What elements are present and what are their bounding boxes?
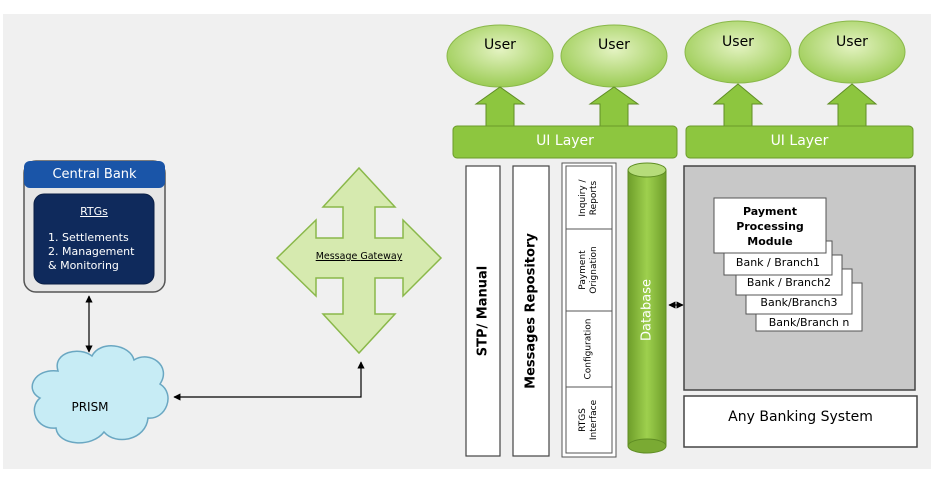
module-payment-line2: Orignation [589,246,599,294]
user-label-4: User [836,34,868,50]
module-inquiry-line2: Reports [589,180,599,216]
user-label-3: User [722,34,754,50]
ui-layer-label-1: UI Layer [536,133,594,149]
user-ellipse-3 [684,20,792,84]
payment-processing-line1: Payment [742,205,798,218]
prism-gateway-connector [173,361,365,401]
database-cylinder-bottom [627,438,667,454]
module-configuration-line1: Configuration [583,318,594,380]
user-ellipse-2 [560,24,668,88]
database-cylinder-body [627,169,667,447]
stp-manual-column [465,165,501,457]
rtgs-panel [33,193,155,285]
module-configuration: Configuration [584,318,595,379]
branch-label-2: Bank / Branch2 [746,276,832,289]
any-banking-system-box [683,395,918,448]
payment-processing-line3: Module [747,235,793,248]
payment-processing-card [713,197,827,254]
branch-label-n: Bank/Branch n [768,316,850,329]
branch-label-1: Bank / Branch1 [735,256,821,269]
module-payment-line1: Payment [578,250,588,290]
branch-label-3: Bank/Branch3 [760,296,838,309]
user-ellipse-1 [446,24,554,88]
module-payment-origination: Payment Orignation [578,246,600,293]
rtgs-item-3: & Monitoring [48,259,119,272]
rtgs-title: RTGs [80,205,108,218]
up-arrow-4 [826,83,878,127]
ui-layer-bar-2 [685,125,914,159]
stp-manual-label: STP/ Manual [475,265,491,357]
user-label-2: User [598,37,630,53]
user-label-1: User [484,37,516,53]
up-arrow-2 [588,86,640,127]
message-gateway-label: Message Gateway [315,251,403,262]
database-label: Database [639,278,655,342]
message-gateway-arrow [275,166,443,355]
rtgs-item-2: 2. Management [48,245,135,258]
up-arrow-3 [712,83,764,127]
module-rtgs-interface: RTGS Interface [578,400,600,440]
messages-repository-column [512,165,550,457]
central-bank-title: Central Bank [52,167,137,182]
prism-cloud [31,345,169,444]
payment-processing-title: Payment Processing Module [714,204,826,249]
messages-repository-label: Messages Repository [523,233,539,389]
module-inquiry-line1: Inquiry / [578,179,588,217]
up-arrow-1 [474,86,526,127]
ui-layer-label-2: UI Layer [770,133,829,149]
module-inquiry-reports: Inquiry / Reports [578,179,600,216]
modules-inner [565,165,613,454]
any-banking-system-label: Any Banking System [728,409,873,425]
module-rtgs-line1: RTGS [578,408,588,432]
module-rtgs-line2: Interface [589,399,599,441]
rtgs-item-1: 1. Settlements [48,231,129,244]
prism-label: PRISM [71,400,109,414]
payment-processing-line2: Processing [736,220,804,233]
user-ellipse-4 [798,20,906,84]
ui-layer-bar-1 [452,125,678,159]
database-cylinder-top [627,162,667,178]
central-bank-header [24,161,165,188]
